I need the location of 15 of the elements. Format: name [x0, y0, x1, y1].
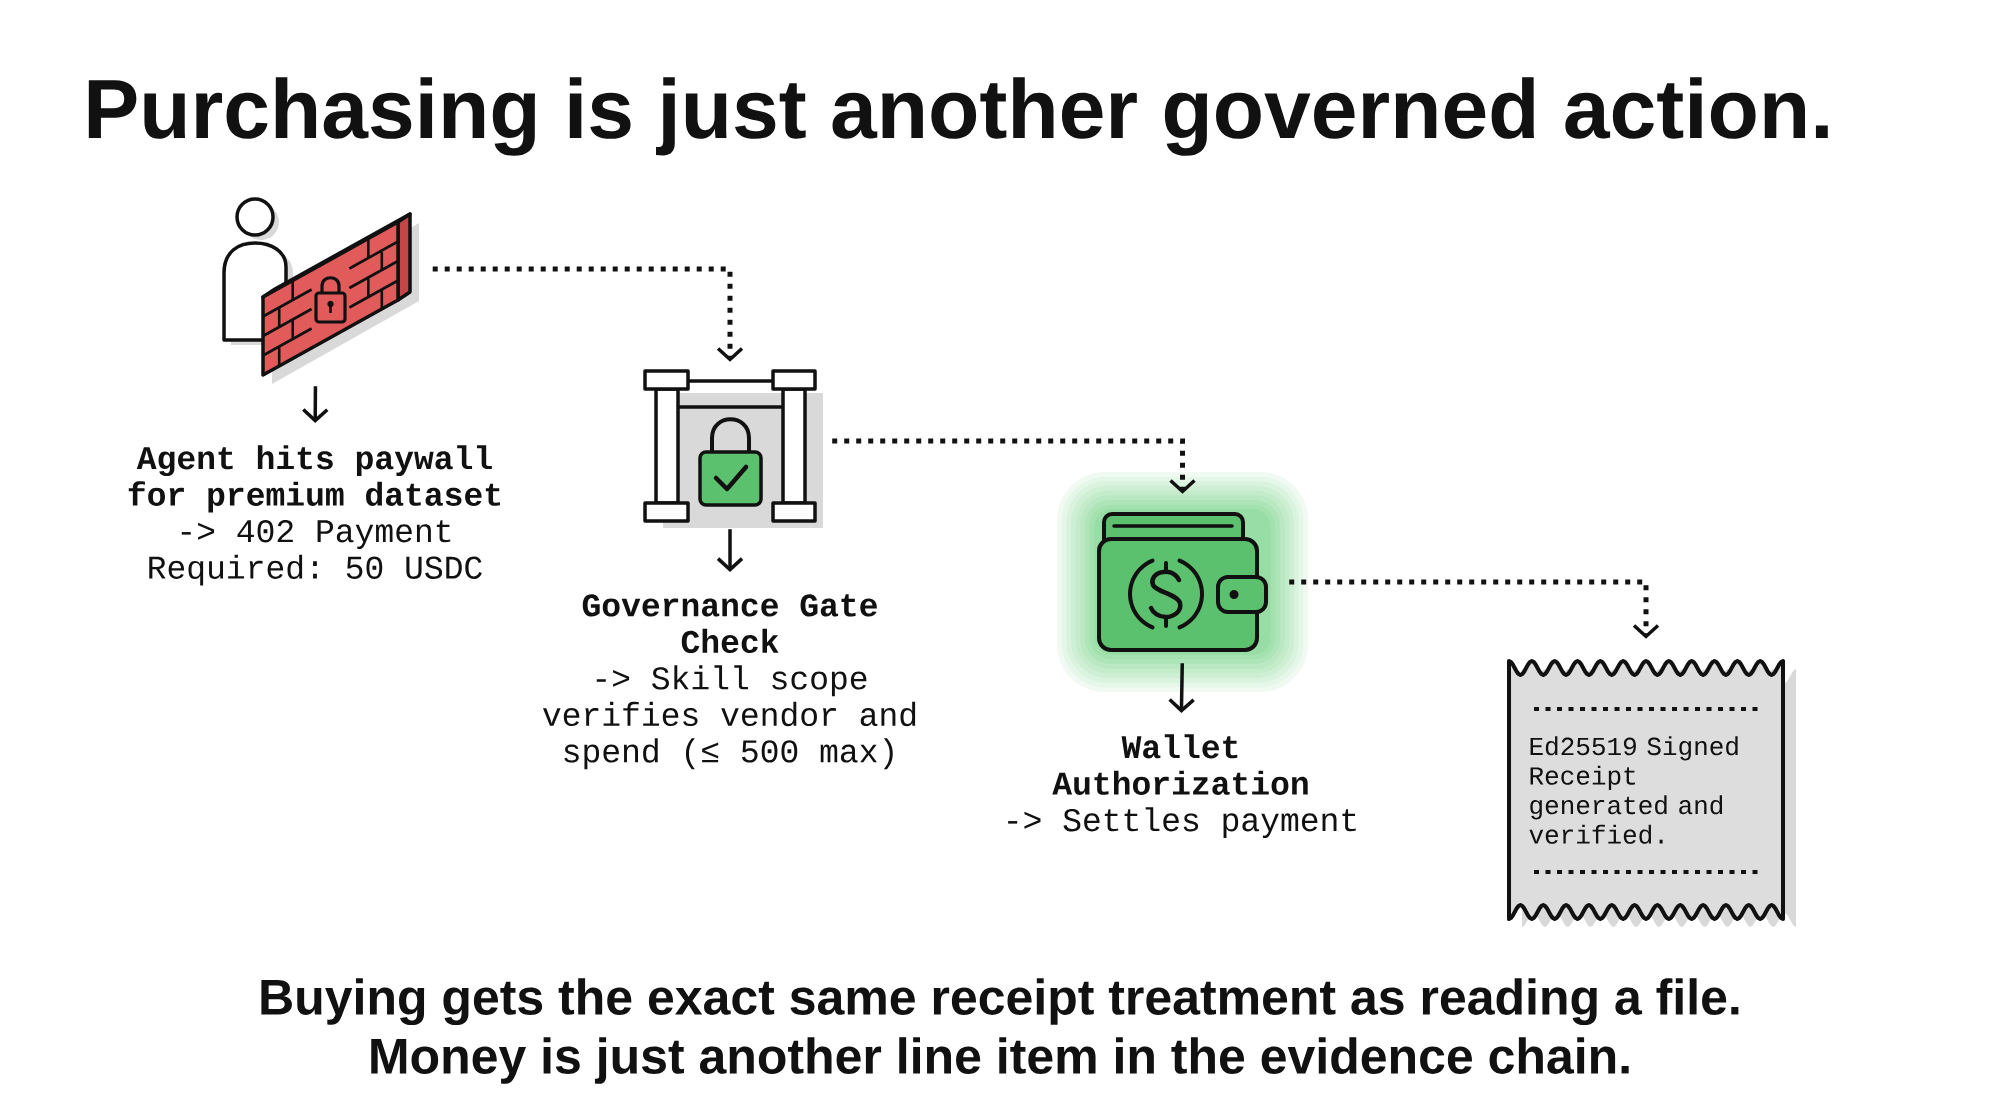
arrow	[1168, 663, 1195, 713]
arrow	[302, 386, 329, 423]
person-wall-icon	[222, 197, 419, 384]
dotted-arrow	[432, 266, 744, 362]
step-text: Governance Gate Check -> Skill scope verifies vendor and spend (≤ 500 max)	[543, 594, 916, 770]
dotted-arrow	[1289, 579, 1660, 639]
gate-padlock-icon	[643, 369, 823, 528]
wallet-icon	[1057, 472, 1308, 692]
step-text: Wallet Authorization -> Settles payment	[1008, 734, 1356, 838]
caption: Buying gets the exact same receipt treatment as reading a file. Money is just another line item in the evidence chain.	[261, 978, 1739, 1084]
receipt: Ed25519 Signed Receipt generated and verified.	[1507, 659, 1796, 927]
title: Purchasing is just another governed action.	[88, 77, 1828, 156]
dotted-arrow	[832, 438, 1196, 494]
arrow	[716, 529, 744, 572]
step-text: Agent hits paywall for premium dataset -> 402 Payment Required: 50 USDC	[128, 445, 500, 586]
